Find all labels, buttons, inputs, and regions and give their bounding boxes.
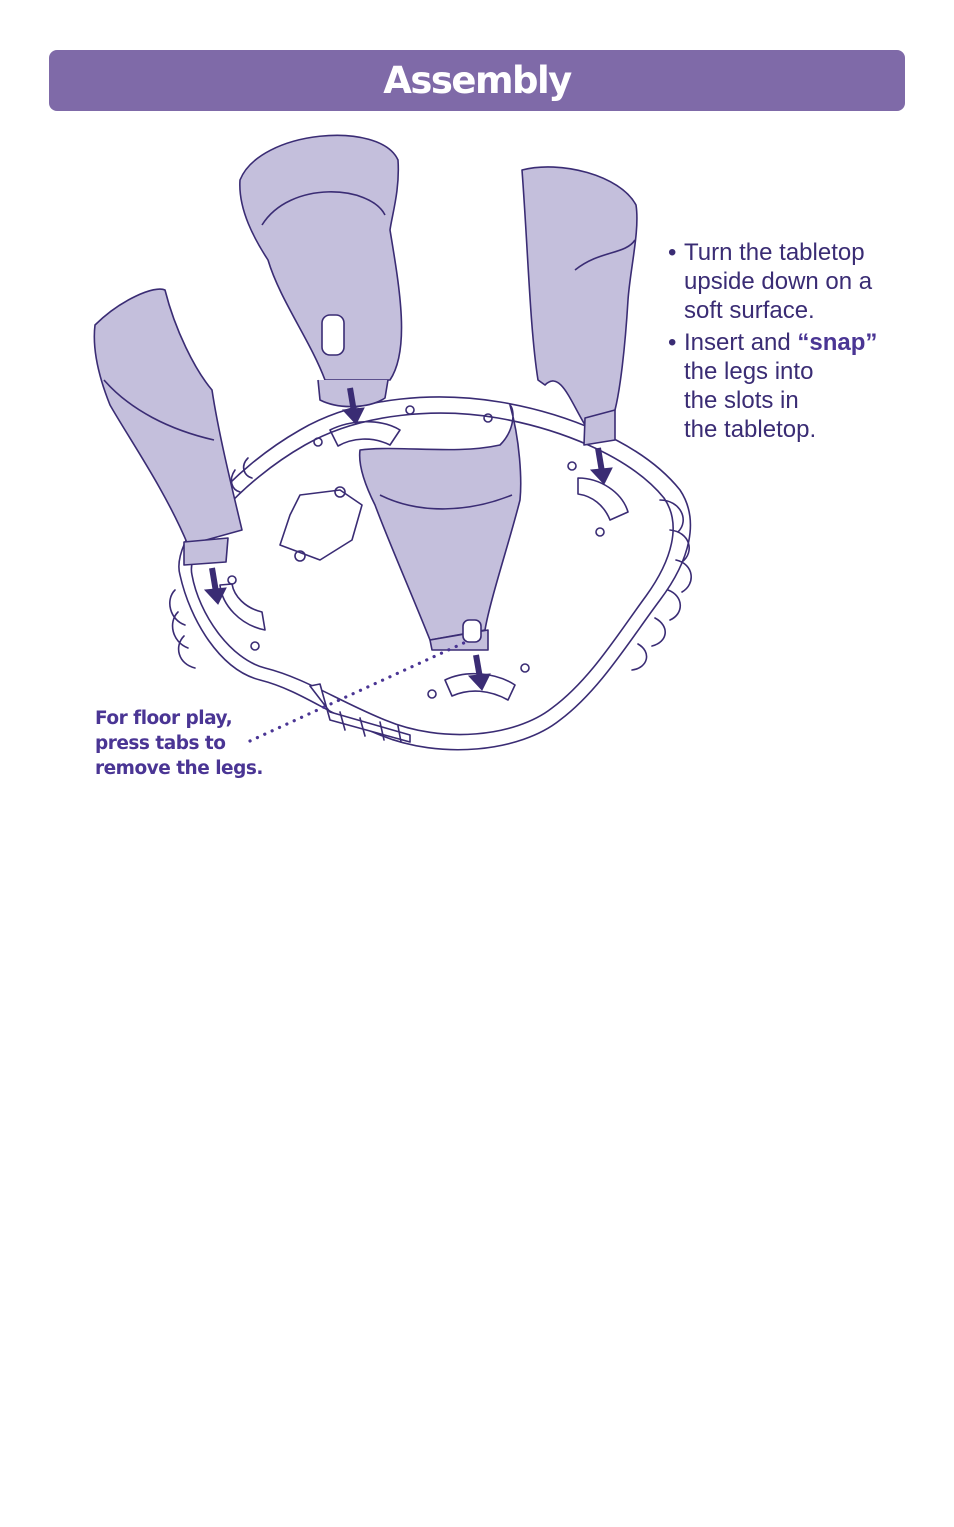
arrow-left [209,567,219,593]
step1-line1: Turn the tabletop [684,239,865,266]
bullet-icon: • [668,329,677,356]
instruction-step-2: • Insert and “snap” the legs into the sl… [668,328,908,444]
arrow-front [473,654,483,679]
step1-line3: soft surface. [684,297,815,324]
battery-door [279,489,363,561]
step1-line2: upside down on a [684,268,873,295]
leg-back-right [521,166,638,426]
step2-line2: the legs into [684,358,814,385]
snap-emphasis: “snap” [797,329,878,356]
step2-before: Insert and [684,329,798,356]
callout-leader [248,639,470,743]
leg-front [358,404,522,641]
floor-play-callout: For floor play, press tabs to remove the… [95,706,263,781]
step2-line4: the tabletop. [684,416,817,443]
arrow-back-left [347,387,357,413]
callout-line-2: press tabs to [95,733,226,754]
leg-left [93,288,243,546]
page-title: Assembly [383,59,572,102]
header-bar: Assembly [49,50,905,111]
step2-line3: the slots in [684,387,799,414]
instruction-step-1: • Turn the tabletop upside down on a sof… [668,238,908,325]
bullet-icon: • [668,239,677,266]
leg-back-left [239,134,403,381]
assembly-illustration [93,134,692,751]
callout-line-3: remove the legs. [95,758,263,779]
callout-line-1: For floor play, [95,708,233,729]
instructions-list: • Turn the tabletop upside down on a sof… [668,238,908,447]
arrow-back-right [595,447,605,473]
